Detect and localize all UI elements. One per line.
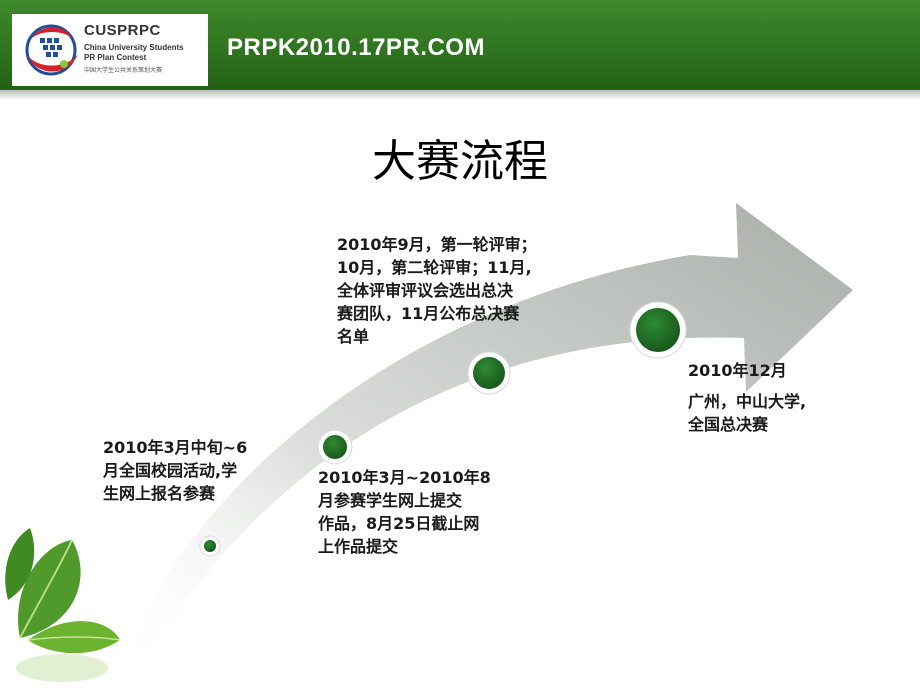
header-bar: CUSPRPC China University Students PR Pla… (0, 0, 920, 90)
logo: CUSPRPC China University Students PR Pla… (12, 14, 208, 86)
leaf-icon (5, 528, 121, 682)
slide-title: 大赛流程 (372, 136, 548, 187)
logo-subtitle-line2: PR Plan Contest (84, 53, 147, 62)
header-shadow (0, 90, 920, 100)
logo-title: CUSPRPC (84, 22, 161, 39)
timeline-label-4: 2010年12月 广州，中山大学, 全国总决赛 (688, 361, 807, 434)
timeline-label-1: 2010年3月中旬~6 月全国校园活动,学 生网上报名参赛 (103, 438, 248, 503)
site-url[interactable]: PRPK2010.17PR.COM (227, 34, 485, 61)
logo-chinese-name: 中国大学生公共关系策划大赛 (84, 67, 163, 74)
timeline-node-4 (629, 301, 687, 359)
logo-subtitle-line1: China University Students (84, 43, 184, 52)
timeline-node-1 (199, 535, 221, 557)
cusprpc-emblem-icon (25, 24, 78, 76)
timeline-node-2 (317, 429, 353, 465)
timeline-label-2: 2010年3月~2010年8 月参赛学生网上提交 作品，8月25日截止网 上作品… (318, 468, 491, 556)
timeline-label-3: 2010年9月，第一轮评审； 10月，第二轮评审；11月, 全体评审评议会选出总… (337, 235, 537, 346)
timeline-node-3 (467, 351, 511, 395)
